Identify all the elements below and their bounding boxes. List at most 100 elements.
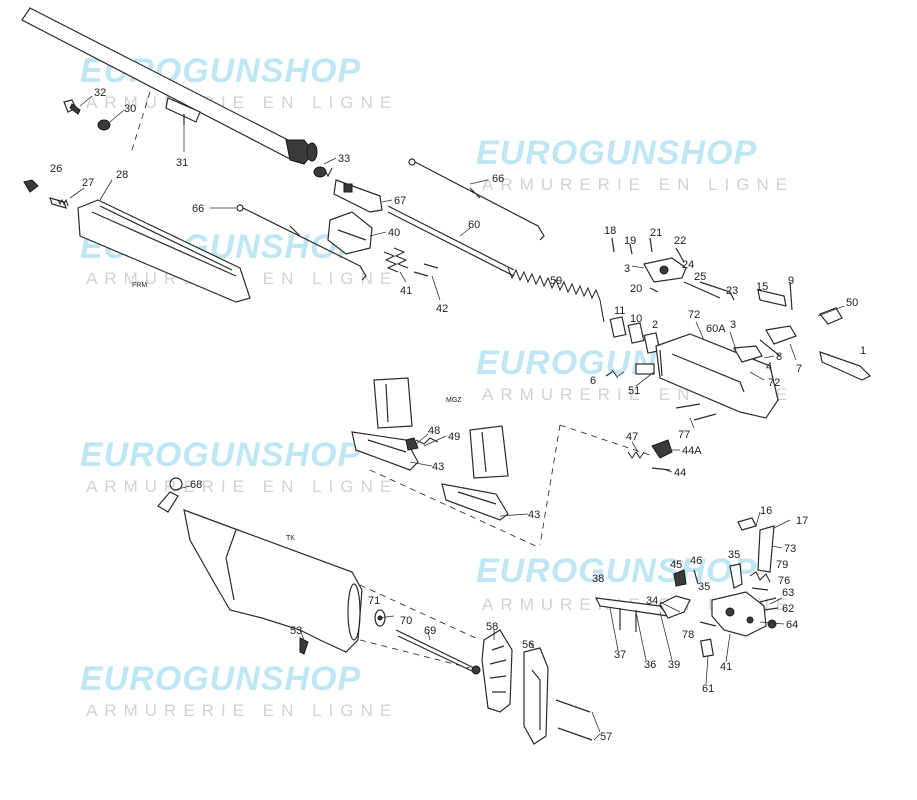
callout-67: 67	[394, 195, 406, 207]
callout-18: 18	[604, 225, 616, 237]
callout-38: 38	[592, 573, 604, 585]
buttplate-58	[481, 629, 513, 713]
pin-78	[699, 621, 717, 627]
callout-71: 71	[368, 595, 380, 607]
callout-31: 31	[176, 157, 188, 169]
screw-53	[299, 637, 309, 655]
callout-62: 62	[782, 603, 794, 615]
barrel-band	[165, 97, 201, 152]
callout-10: 10	[630, 313, 642, 325]
callout-8: 8	[776, 351, 782, 363]
callout-44: 44	[674, 467, 686, 479]
callout-9: 9	[788, 275, 794, 287]
callout-4: 4	[766, 361, 772, 373]
callout-16: 16	[760, 505, 772, 517]
part-16	[737, 517, 757, 531]
callout-59: 59	[550, 275, 562, 287]
callout-56: 56	[522, 639, 534, 651]
pins-77	[675, 403, 717, 421]
callout-66: 66	[492, 173, 504, 185]
callout-70: 70	[400, 615, 412, 627]
pins-42	[413, 263, 441, 301]
watermark-brand: EUROGUNSHOP	[476, 134, 757, 172]
callout-41: 41	[720, 661, 732, 673]
callout-3: 3	[624, 263, 630, 275]
callout-32: 32	[94, 87, 106, 99]
callout-46: 46	[690, 555, 702, 567]
watermark-brand: EUROGUNSHOP	[80, 436, 361, 474]
pins-63-62-64	[759, 597, 779, 629]
callout-48: 48	[428, 425, 440, 437]
callout-50: 50	[846, 297, 858, 309]
trigger-housing	[711, 591, 767, 637]
callout-76: 76	[778, 575, 790, 587]
part-45-46	[673, 569, 699, 587]
receiver	[635, 325, 797, 419]
callout-36: 36	[644, 659, 656, 671]
callout-2: 2	[652, 319, 658, 331]
callout-72: 72	[688, 309, 700, 321]
callout-44A: 44A	[682, 445, 702, 457]
callout-57: 57	[600, 731, 612, 743]
pin-6	[605, 369, 619, 379]
watermark-tagline: ARMURERIE EN LIGNE	[86, 93, 398, 112]
callout-61: 61	[702, 683, 714, 695]
callout-39: 39	[668, 659, 680, 671]
callout-66: 66	[192, 203, 204, 215]
callout-21: 21	[650, 227, 662, 239]
sling-swivel-68	[157, 477, 183, 513]
fore-end: FRM	[77, 179, 251, 303]
callout-73: 73	[784, 543, 796, 555]
callout-40: 40	[388, 227, 400, 239]
callout-15: 15	[756, 281, 768, 293]
barrel	[21, 7, 318, 165]
screws-57	[555, 699, 601, 741]
callout-42: 42	[436, 303, 448, 315]
stock: TK	[183, 509, 363, 653]
callout-17: 17	[796, 515, 808, 527]
magazine-tag: MGZ	[446, 397, 462, 404]
leader-lines	[173, 305, 845, 685]
part-26	[23, 179, 39, 193]
callout-27: 27	[82, 177, 94, 189]
callout-49: 49	[448, 431, 460, 443]
callout-30: 30	[124, 103, 136, 115]
spring-59	[507, 267, 605, 323]
springs-41	[383, 247, 409, 283]
callout-22: 22	[674, 235, 686, 247]
callout-34: 34	[646, 595, 658, 607]
callout-33: 33	[338, 153, 350, 165]
watermark-brand: EUROGUNSHOP	[80, 660, 361, 698]
callout-7: 7	[796, 363, 802, 375]
callout-68: 68	[190, 479, 202, 491]
callout-47: 47	[626, 431, 638, 443]
part-35	[729, 563, 743, 589]
callout-28: 28	[116, 169, 128, 181]
part-34	[659, 595, 691, 619]
callout-77: 77	[678, 429, 690, 441]
magazine-floorplate-43-upper	[351, 431, 419, 471]
hammer-group	[611, 237, 735, 301]
callout-24: 24	[682, 259, 694, 271]
rod-66-left	[210, 204, 367, 281]
callout-37: 37	[614, 649, 626, 661]
callout-72: 72	[768, 377, 780, 389]
part-76	[751, 587, 769, 591]
watermark-tagline: ARMURERIE EN LIGNE	[86, 477, 398, 496]
part-1	[819, 351, 872, 381]
callout-43: 43	[528, 509, 540, 521]
catch-44a	[651, 439, 673, 459]
plunger-61	[699, 638, 715, 658]
stock-bolt-69	[395, 629, 481, 675]
magazine-floorplate-43-lower	[441, 483, 509, 521]
callout-60: 60	[468, 219, 480, 231]
watermark-tagline: ARMURERIE EN LIGNE	[86, 701, 398, 720]
callout-53: 53	[290, 625, 302, 637]
callout-60A: 60A	[706, 323, 726, 335]
magazine-mgz: MGZ	[373, 377, 462, 429]
callout-78: 78	[682, 629, 694, 641]
callout-41: 41	[400, 285, 412, 297]
nut-30	[97, 109, 125, 131]
callout-20: 20	[630, 283, 642, 295]
